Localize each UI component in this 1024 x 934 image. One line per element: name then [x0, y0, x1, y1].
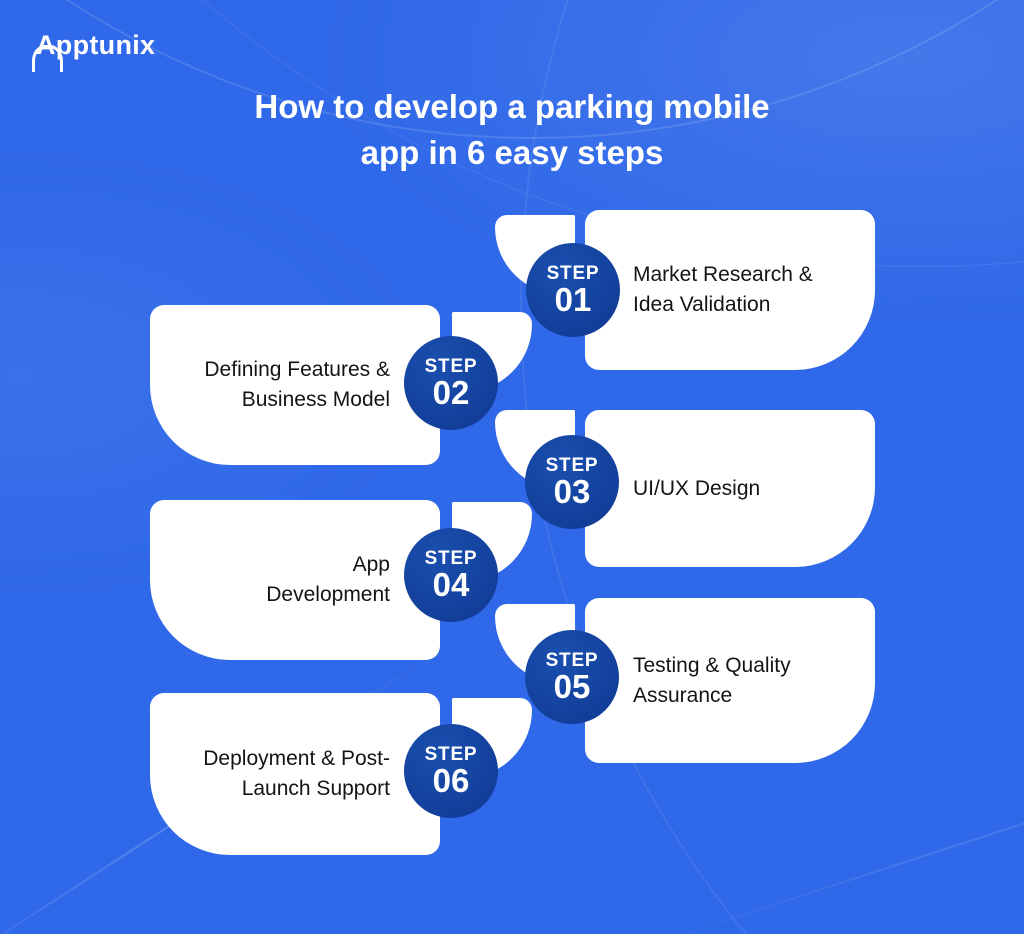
step-03-badge-label: STEP [545, 455, 599, 476]
step-02-line-2: Business Model [241, 388, 390, 411]
step-06-card: Deployment & Post- Launch Support [150, 693, 440, 855]
step-01-badge-label: STEP [546, 263, 600, 284]
step-05-text: Testing & Quality Assurance [585, 598, 875, 763]
step-02-badge: STEP 02 [404, 336, 498, 430]
step-05-card: Testing & Quality Assurance [585, 598, 875, 763]
step-06-badge: STEP 06 [404, 724, 498, 818]
step-03-badge: STEP 03 [525, 435, 619, 529]
step-04-badge-number: 04 [432, 566, 470, 603]
step-02-card: Defining Features & Business Model [150, 305, 440, 465]
title-line-2: app in 6 easy steps [360, 134, 664, 171]
step-06-text: Deployment & Post- Launch Support [150, 693, 440, 855]
infographic-title: How to develop a parking mobile app in 6… [0, 84, 1024, 176]
step-01-badge: STEP 01 [526, 243, 620, 337]
step-05-badge-number: 05 [553, 668, 591, 705]
step-02-text: Defining Features & Business Model [150, 305, 440, 465]
step-02-line-1: Defining Features & [204, 358, 390, 381]
step-04-card: App Development [150, 500, 440, 660]
step-06-badge-number: 06 [432, 762, 470, 799]
step-03-line-1: UI/UX Design [633, 476, 761, 500]
step-05-line-1: Testing & Quality [633, 653, 791, 677]
step-02-badge-label: STEP [424, 356, 478, 377]
step-01-badge-number: 01 [554, 281, 592, 318]
step-03-card: UI/UX Design [585, 410, 875, 567]
step-05-line-2: Assurance [633, 683, 733, 707]
apptunix-logo: Apptunix [32, 30, 155, 72]
title-line-1: How to develop a parking mobile [254, 88, 770, 125]
step-01-text: Market Research & Idea Validation [585, 210, 875, 370]
step-04-line-1: App [352, 553, 390, 576]
step-04-text: App Development [150, 500, 440, 660]
step-01-card: Market Research & Idea Validation [585, 210, 875, 370]
step-05-badge-label: STEP [545, 650, 599, 671]
step-02-badge-number: 02 [432, 374, 470, 411]
step-06-line-1: Deployment & Post- [203, 747, 390, 770]
step-06-badge-label: STEP [424, 744, 478, 765]
step-01-line-2: Idea Validation [633, 293, 771, 316]
step-04-badge: STEP 04 [404, 528, 498, 622]
step-06-line-2: Launch Support [241, 777, 390, 800]
step-03-badge-number: 03 [553, 473, 591, 510]
step-04-line-2: Development [266, 583, 390, 606]
step-01-line-1: Market Research & [633, 263, 813, 286]
step-03-text: UI/UX Design [585, 410, 875, 567]
step-04-badge-label: STEP [424, 548, 478, 569]
step-05-badge: STEP 05 [525, 630, 619, 724]
